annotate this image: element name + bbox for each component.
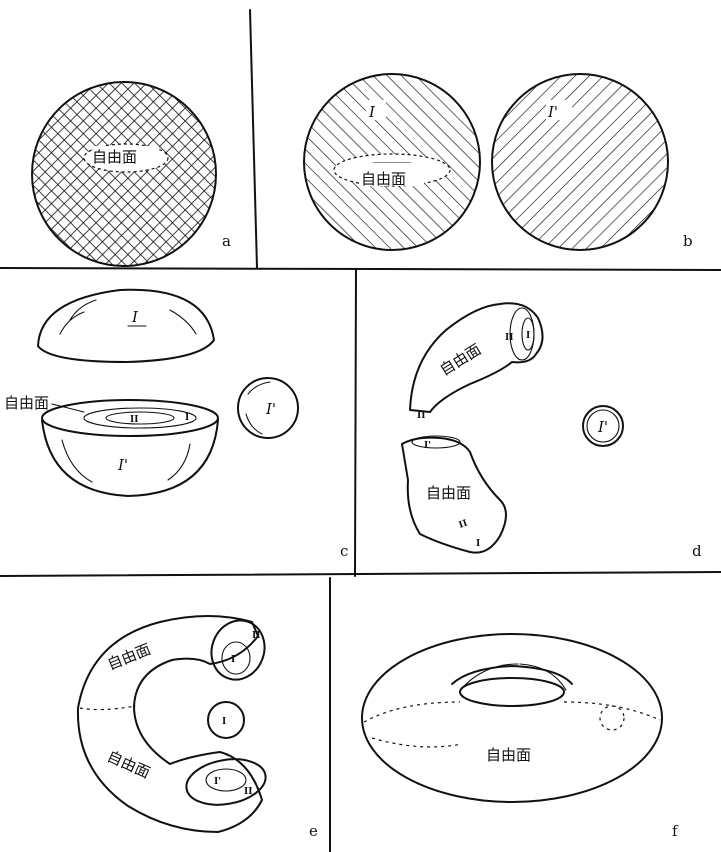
panel-label-c: c xyxy=(340,542,348,560)
torus-dash-left-f xyxy=(364,702,460,722)
label-small-i-e-top: I xyxy=(231,655,235,665)
panel-b: 自由面 I I' b xyxy=(304,74,693,250)
label-roman-i-c: I xyxy=(131,308,139,326)
c-shaped-tube-e xyxy=(78,616,262,832)
label-roman-i-prime-c: I' xyxy=(117,456,128,474)
label-ball-i-prime-c: I' xyxy=(265,400,276,418)
free-surface-label-d-bottom: 自由面 xyxy=(426,484,471,502)
free-surface-label-a: 自由面 xyxy=(92,148,137,166)
panel-c: I I' II I 自由面 I' c xyxy=(4,290,348,560)
label-small-ii-e-top: II xyxy=(252,631,260,641)
panel-label-f: f xyxy=(672,822,679,840)
panel-label-b: b xyxy=(683,232,693,250)
label-roman-i-prime-b: I' xyxy=(547,103,558,121)
label-ball-i-prime-d: I' xyxy=(597,418,608,436)
label-small-i-d-bottom: I xyxy=(476,539,480,549)
label-small-ii-d-top: II xyxy=(505,333,513,343)
panel-a: 自由面 a xyxy=(32,82,231,266)
label-ball-i-e: I xyxy=(222,717,226,727)
panel-label-a: a xyxy=(222,232,231,250)
divider-row1 xyxy=(0,268,721,270)
label-small-ii-c: II xyxy=(130,415,138,425)
divider-ab xyxy=(250,10,257,268)
panel-label-e: e xyxy=(309,822,318,840)
panel-label-d: d xyxy=(692,542,702,560)
free-surface-label-d-top: 自由面 xyxy=(437,340,485,379)
label-small-i-c: I xyxy=(185,413,189,423)
divider-row2 xyxy=(0,572,721,576)
free-surface-label-c: 自由面 xyxy=(4,394,49,412)
panel-e: I II I' II I 自由面 自由面 e xyxy=(78,613,318,840)
label-roman-i-b: I xyxy=(368,103,376,121)
label-small-ii-d-end: II xyxy=(417,411,425,421)
torus-hole-top-f xyxy=(452,666,572,684)
upper-cut-face-e xyxy=(203,613,272,687)
free-surface-label-b: 自由面 xyxy=(361,170,406,188)
divider-cd xyxy=(355,270,356,576)
torus-hole-f xyxy=(460,678,564,706)
panel-f: 自由面 f xyxy=(362,634,679,840)
torus-outer-f xyxy=(362,634,662,802)
lower-cut-face-e xyxy=(183,753,269,810)
section-dashed-line-e xyxy=(80,706,136,710)
label-small-ii-d-bottom: II xyxy=(458,519,469,531)
label-small-i-prime-d: I' xyxy=(424,441,431,451)
label-small-i-d-top: I xyxy=(526,331,530,341)
label-small-ii-e-bottom: II xyxy=(244,787,252,797)
free-surface-label-e-bottom: 自由面 xyxy=(104,747,152,782)
label-small-i-prime-e: I' xyxy=(214,777,221,787)
panel-d: II I 自由面 II I' 自由面 II I I' d xyxy=(402,303,702,560)
free-surface-label-f: 自由面 xyxy=(486,746,531,764)
